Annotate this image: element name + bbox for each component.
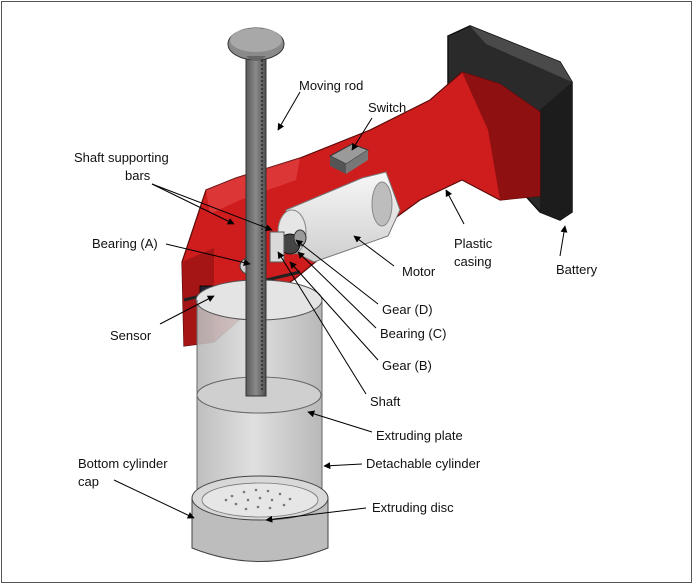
label-plastic-casing-1: Plastic <box>454 236 493 251</box>
label-sensor: Sensor <box>110 328 152 343</box>
label-battery: Battery <box>556 262 598 277</box>
label-gear-d: Gear (D) <box>382 302 433 317</box>
label-extruding-disc: Extruding disc <box>372 500 454 515</box>
label-shaft: Shaft <box>370 394 401 409</box>
bottom-cap-shape <box>191 475 329 562</box>
labels: Moving rod Switch Shaft supporting bars … <box>74 78 598 515</box>
label-detachable-cylinder: Detachable cylinder <box>366 456 481 471</box>
switch-shape <box>328 143 370 174</box>
label-shaft-supporting-bars-2: bars <box>125 168 151 183</box>
label-bearing-a: Bearing (A) <box>92 236 158 251</box>
label-bearing-c: Bearing (C) <box>380 326 446 341</box>
label-gear-b: Gear (B) <box>382 358 432 373</box>
leader-lines <box>113 91 568 523</box>
moving-rod-shape <box>227 27 285 397</box>
label-moving-rod: Moving rod <box>299 78 363 93</box>
label-plastic-casing-2: casing <box>454 254 492 269</box>
label-motor: Motor <box>402 264 436 279</box>
detachable-cylinder-shape <box>195 279 323 494</box>
label-shaft-supporting-bars-1: Shaft supporting <box>74 150 169 165</box>
label-extruding-plate: Extruding plate <box>376 428 463 443</box>
label-switch: Switch <box>368 100 406 115</box>
label-bottom-cylinder-cap-1: Bottom cylinder <box>78 456 168 471</box>
label-bottom-cylinder-cap-2: cap <box>78 474 99 489</box>
